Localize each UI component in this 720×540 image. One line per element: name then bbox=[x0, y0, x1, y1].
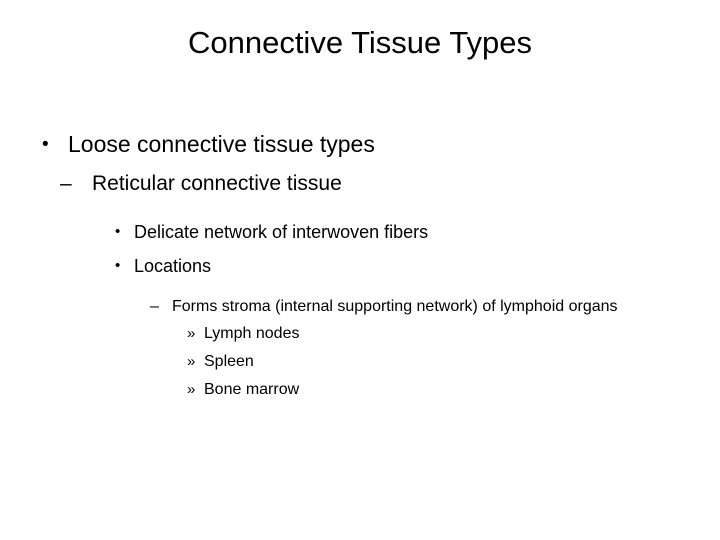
outline-item-text: Bone marrow bbox=[204, 381, 300, 398]
outline-item-level2[interactable]: – Reticular connective tissue bbox=[0, 169, 720, 199]
bullet-marker-icon: • bbox=[115, 223, 121, 240]
slide-title: Connective Tissue Types bbox=[187, 25, 533, 60]
outline-item-level5[interactable]: » Bone marrow bbox=[0, 379, 720, 401]
outline-spacer bbox=[0, 287, 720, 295]
dash-marker-icon: – bbox=[150, 298, 159, 315]
outline-item-text: Forms stroma (internal supporting networ… bbox=[172, 298, 618, 315]
outline-item-level1[interactable]: • Loose connective tissue types bbox=[0, 128, 720, 161]
slide-body-outline: • Loose connective tissue types – Reticu… bbox=[0, 128, 720, 407]
outline-spacer bbox=[0, 208, 720, 219]
outline-item-text: Delicate network of interwoven fibers bbox=[134, 222, 429, 242]
outline-item-level5[interactable]: » Lymph nodes bbox=[0, 323, 720, 345]
double-chevron-marker-icon: » bbox=[187, 325, 196, 342]
outline-item-level4[interactable]: – Forms stroma (internal supporting netw… bbox=[0, 295, 720, 318]
outline-item-level3[interactable]: • Locations bbox=[0, 253, 720, 279]
outline-item-level5[interactable]: » Spleen bbox=[0, 351, 720, 373]
double-chevron-marker-icon: » bbox=[187, 381, 196, 398]
bullet-marker-icon: • bbox=[115, 257, 121, 274]
outline-item-text: Spleen bbox=[204, 353, 254, 370]
bullet-marker-icon: • bbox=[42, 134, 49, 155]
outline-item-text: Locations bbox=[134, 256, 212, 276]
double-chevron-marker-icon: » bbox=[187, 353, 196, 370]
outline-item-level3[interactable]: • Delicate network of interwoven fibers bbox=[0, 219, 720, 245]
outline-item-text: Lymph nodes bbox=[204, 325, 300, 342]
dash-marker-icon: – bbox=[60, 172, 72, 195]
outline-item-text: Loose connective tissue types bbox=[68, 131, 375, 157]
outline-item-text: Reticular connective tissue bbox=[92, 172, 342, 195]
